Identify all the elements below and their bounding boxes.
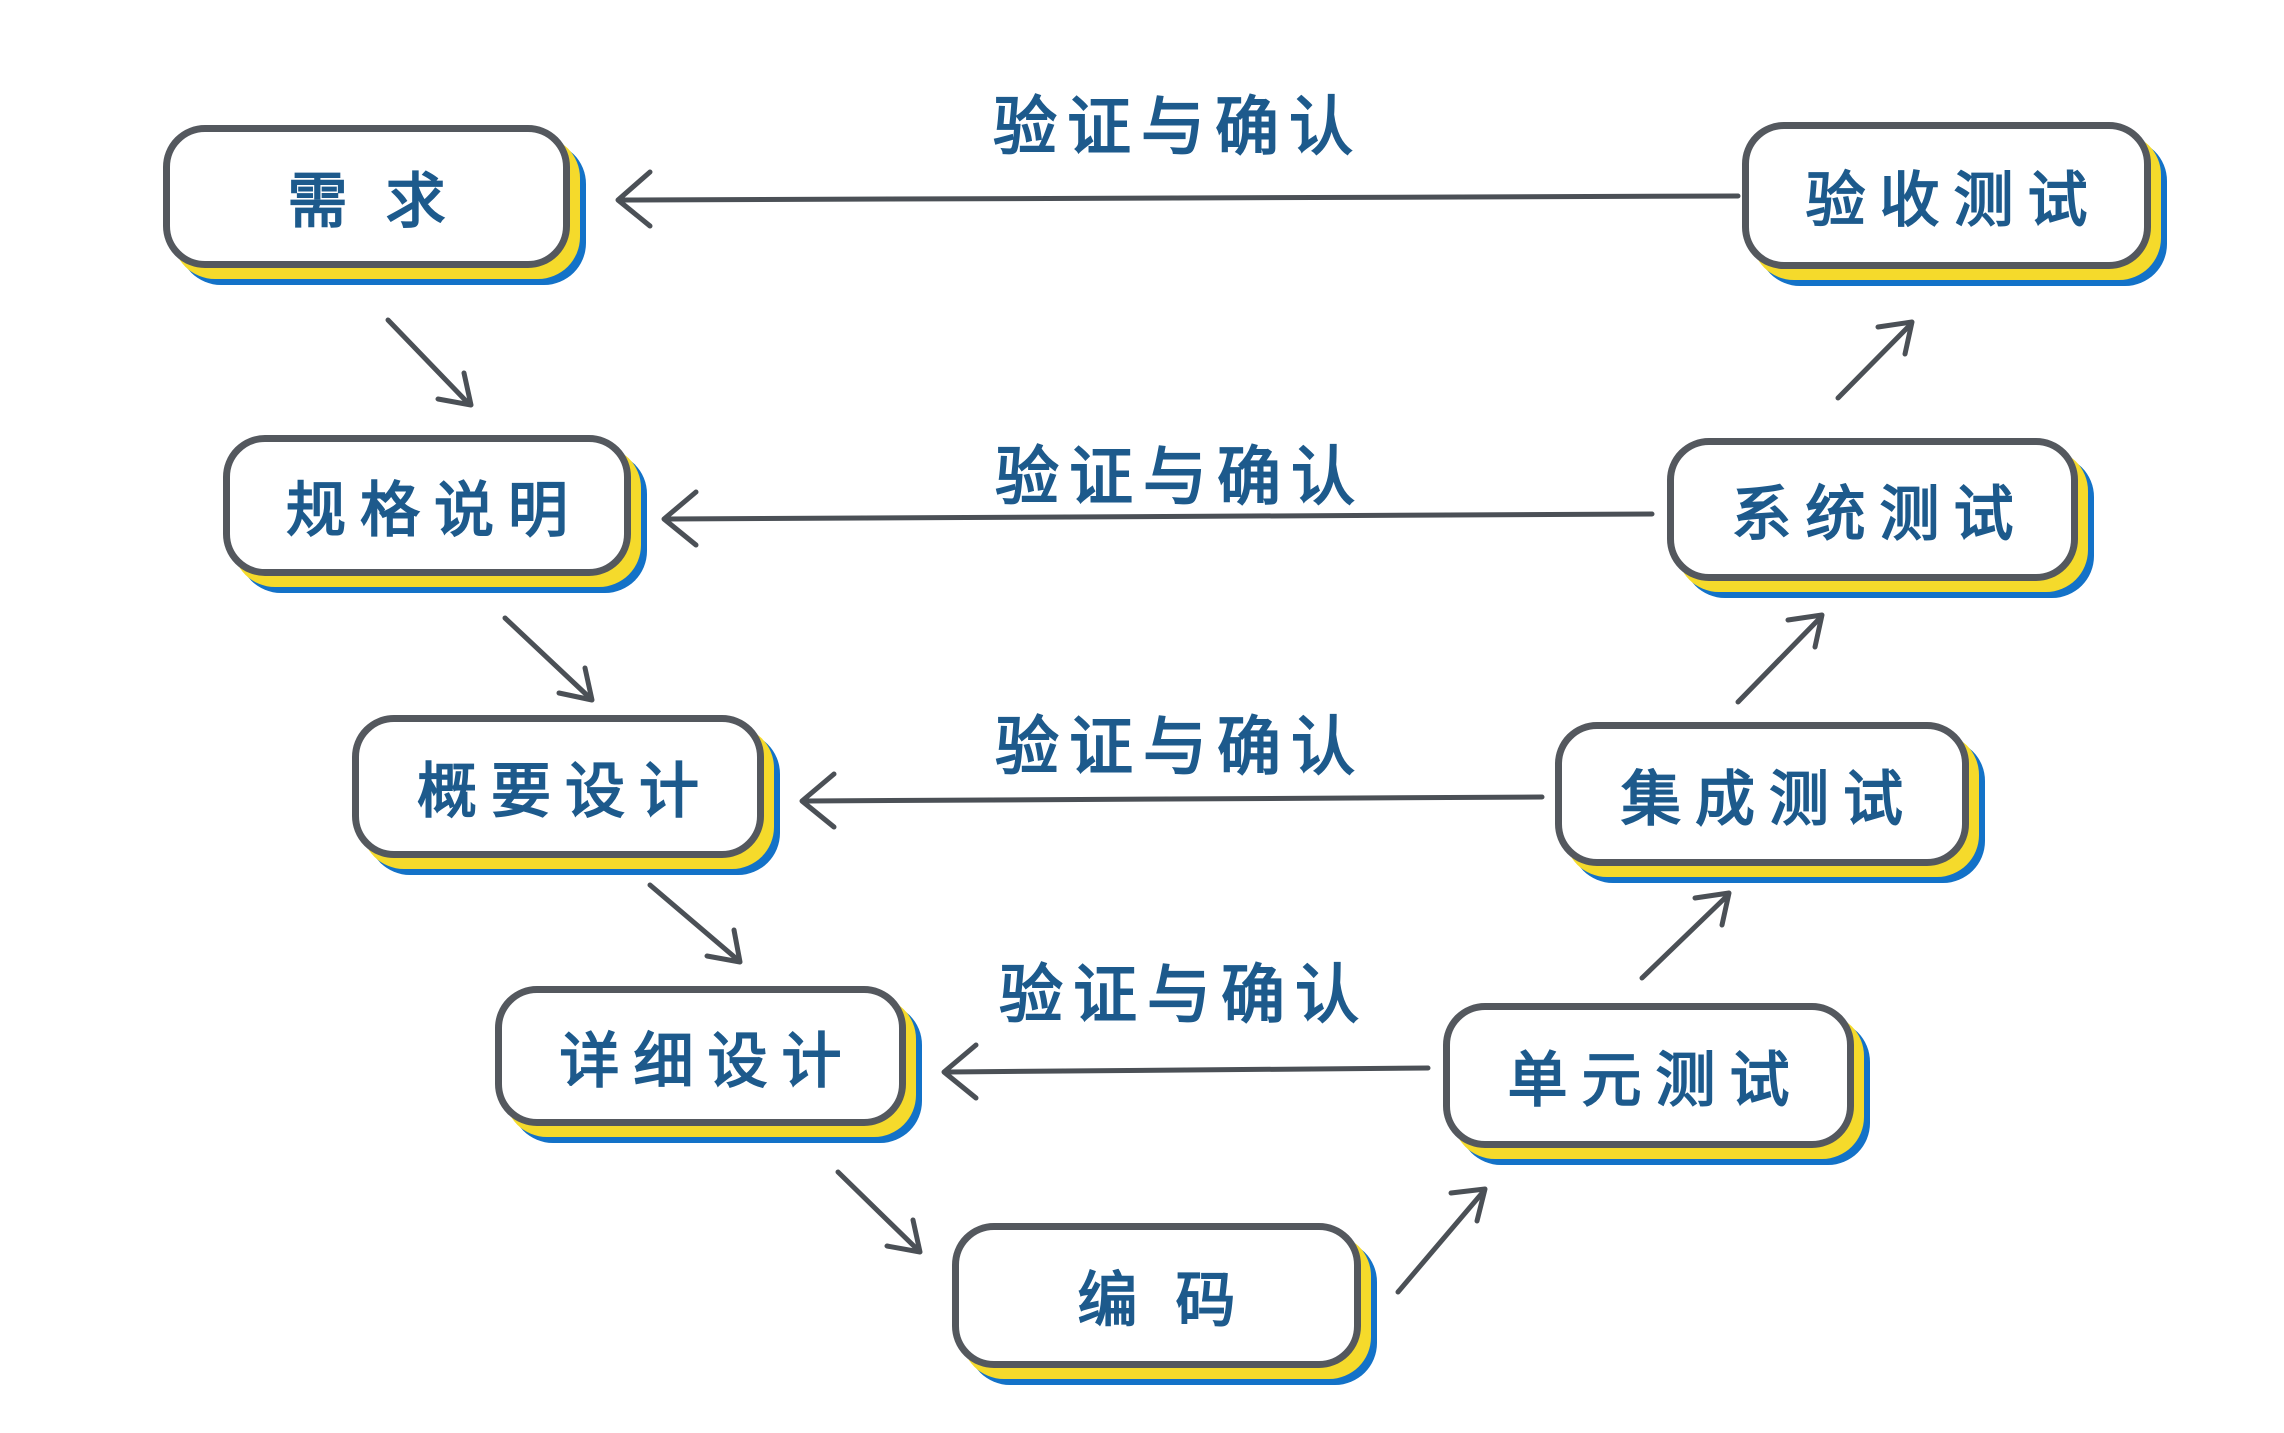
node-high-level-design-label: 概要设计 [417, 757, 713, 827]
arrow-system-to-acceptance [1835, 319, 1915, 401]
arrow-acceptance-to-requirements [615, 169, 1741, 229]
node-integration-testing: 集成测试 [1555, 722, 1969, 866]
arrow-highlevel-to-detailed [647, 882, 743, 965]
node-coding: 编码 [952, 1223, 1361, 1368]
arrow-integration-to-system [1735, 612, 1825, 705]
arrow-specification-to-highlevel [502, 615, 595, 703]
vv-label-second: 验证与确认 [995, 441, 1365, 515]
node-integration-testing-label: 集成测试 [1621, 764, 1917, 835]
node-detailed-design-label: 详细设计 [559, 1026, 856, 1097]
node-coding-label: 编码 [1077, 1266, 1274, 1336]
vv-label-third: 验证与确认 [995, 711, 1365, 785]
node-specification: 规格说明 [223, 435, 631, 576]
node-system-testing-label: 系统测试 [1731, 480, 2028, 550]
node-high-level-design: 概要设计 [352, 715, 764, 858]
arrow-requirements-to-specification [385, 317, 474, 408]
node-acceptance-testing: 验收测试 [1742, 122, 2151, 269]
node-specification-label: 规格说明 [286, 476, 582, 546]
arrow-detailed-to-coding [835, 1169, 923, 1255]
node-requirements-label: 需求 [287, 167, 484, 237]
vv-label-fourth: 验证与确认 [999, 959, 1369, 1033]
node-detailed-design: 详细设计 [495, 986, 906, 1126]
node-unit-testing-label: 单元测试 [1507, 1046, 1804, 1116]
node-acceptance-testing-label: 验收测试 [1805, 166, 2102, 236]
node-requirements: 需求 [163, 125, 570, 268]
node-unit-testing: 单元测试 [1443, 1003, 1854, 1148]
arrow-unit-to-detailed [941, 1042, 1431, 1101]
node-system-testing: 系统测试 [1667, 438, 2078, 581]
arrow-coding-to-unit [1395, 1186, 1488, 1295]
arrow-unit-to-integration [1639, 890, 1732, 981]
vv-label-top: 验证与确认 [993, 91, 1363, 165]
